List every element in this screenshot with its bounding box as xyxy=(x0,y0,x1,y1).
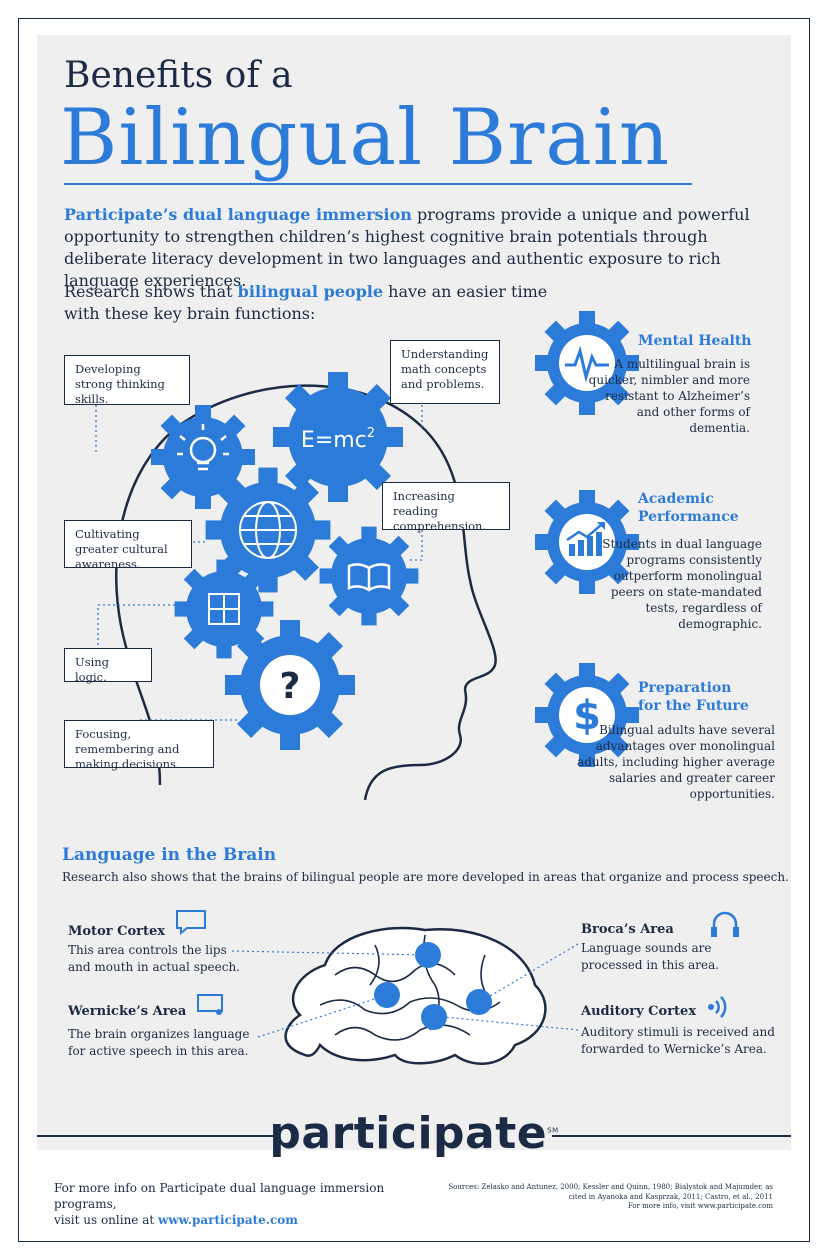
brain-illustration xyxy=(284,926,547,1065)
lightbulb-icon xyxy=(177,424,229,471)
benefit-title-academic: Academic Performance xyxy=(638,491,739,525)
research-before: Research shows that xyxy=(64,282,238,301)
logo-rule-left xyxy=(37,1135,275,1137)
auditory-title: Auditory Cortex xyxy=(581,1004,697,1019)
callout-reading: Increasing reading comprehension. xyxy=(382,482,510,533)
puzzle-icon xyxy=(208,593,240,625)
logo-text: participate xyxy=(269,1108,548,1159)
speech-bubble-icon xyxy=(176,910,206,936)
sources-text: Sources: Zelasko and Antunez, 2000; Kess… xyxy=(448,1183,773,1201)
headphones-icon xyxy=(711,911,739,937)
footer-line-1: For more info on Participate dual langua… xyxy=(54,1181,385,1211)
callout-focusing: Focusing, remembering and making decisio… xyxy=(64,720,214,771)
logo-tm: SM xyxy=(547,1126,559,1135)
benefit-text-academic: Students in dual language programs consi… xyxy=(602,537,762,631)
participate-logo: participateSM xyxy=(0,1108,828,1159)
research-highlight: bilingual people xyxy=(237,282,384,301)
globe-icon xyxy=(239,501,297,559)
academic-gear xyxy=(535,490,639,594)
monitor-icon xyxy=(197,994,223,1015)
benefit-title-future: Preparation for the Future xyxy=(638,680,749,714)
motor-cortex-text: This area controls the lips and mouth in… xyxy=(68,943,240,974)
question-circle xyxy=(260,655,320,715)
benefit-text-mental-health: A multilingual brain is quicker, nimbler… xyxy=(588,357,750,435)
auditory-text: Auditory stimuli is received and forward… xyxy=(581,1025,775,1056)
title-rule xyxy=(64,183,692,185)
intro-paragraph: Participate’s dual language immersion pr… xyxy=(64,204,774,292)
wernicke-text: The brain organizes language for active … xyxy=(68,1027,250,1058)
intro-highlight: Participate’s dual language immersion xyxy=(64,205,412,224)
sound-waves-icon xyxy=(708,996,727,1018)
research-paragraph: Research shows that bilingual people hav… xyxy=(64,281,554,325)
motor-cortex-title: Motor Cortex xyxy=(68,924,166,939)
language-heading: Language in the Brain xyxy=(62,845,277,865)
footer-info: For more info on Participate dual langua… xyxy=(54,1180,414,1228)
footer-sources: Sources: Zelasko and Antunez, 2000; Kess… xyxy=(430,1183,773,1212)
question-mark: ? xyxy=(280,666,301,707)
research-after: have an easier time with these key brain… xyxy=(64,282,548,323)
book-icon xyxy=(347,563,391,592)
outer-frame xyxy=(18,18,810,1242)
wernicke-title: Wernicke’s Area xyxy=(68,1004,187,1019)
broca-text: Language sounds are processed in this ar… xyxy=(581,941,720,972)
emc-label: E=mc2 xyxy=(301,426,375,453)
title-line-1: Benefits of a xyxy=(64,55,293,96)
callout-logic: Using logic. xyxy=(64,648,152,684)
growth-chart-icon xyxy=(566,522,605,556)
future-gear: $ xyxy=(535,663,639,767)
mental-health-gear xyxy=(535,311,639,415)
logo-rule-right xyxy=(552,1135,791,1137)
brain-outline xyxy=(284,926,547,1065)
callout-math: Understanding math concepts and problems… xyxy=(390,340,500,404)
heartbeat-icon xyxy=(565,345,609,383)
callout-cultural: Cultivating greater cultural awareness. xyxy=(64,520,192,571)
language-text: Research also shows that the brains of b… xyxy=(62,870,789,884)
dollar-icon: $ xyxy=(573,693,601,739)
footer-line-2: visit us online at xyxy=(54,1213,159,1227)
intro-rest: programs provide a unique and powerful o… xyxy=(64,205,750,290)
benefit-title-mental-health: Mental Health xyxy=(638,333,752,349)
broca-title: Broca’s Area xyxy=(581,922,674,937)
website-link[interactable]: www.participate.com xyxy=(158,1213,298,1227)
page-title: Bilingual Brain xyxy=(60,93,671,183)
benefit-text-future: Bilingual adults have several advantages… xyxy=(577,723,775,801)
sources-more: For more info, visit www.participate.com xyxy=(627,1202,773,1210)
callout-thinking: Developing strong thinking skills. xyxy=(64,355,190,406)
